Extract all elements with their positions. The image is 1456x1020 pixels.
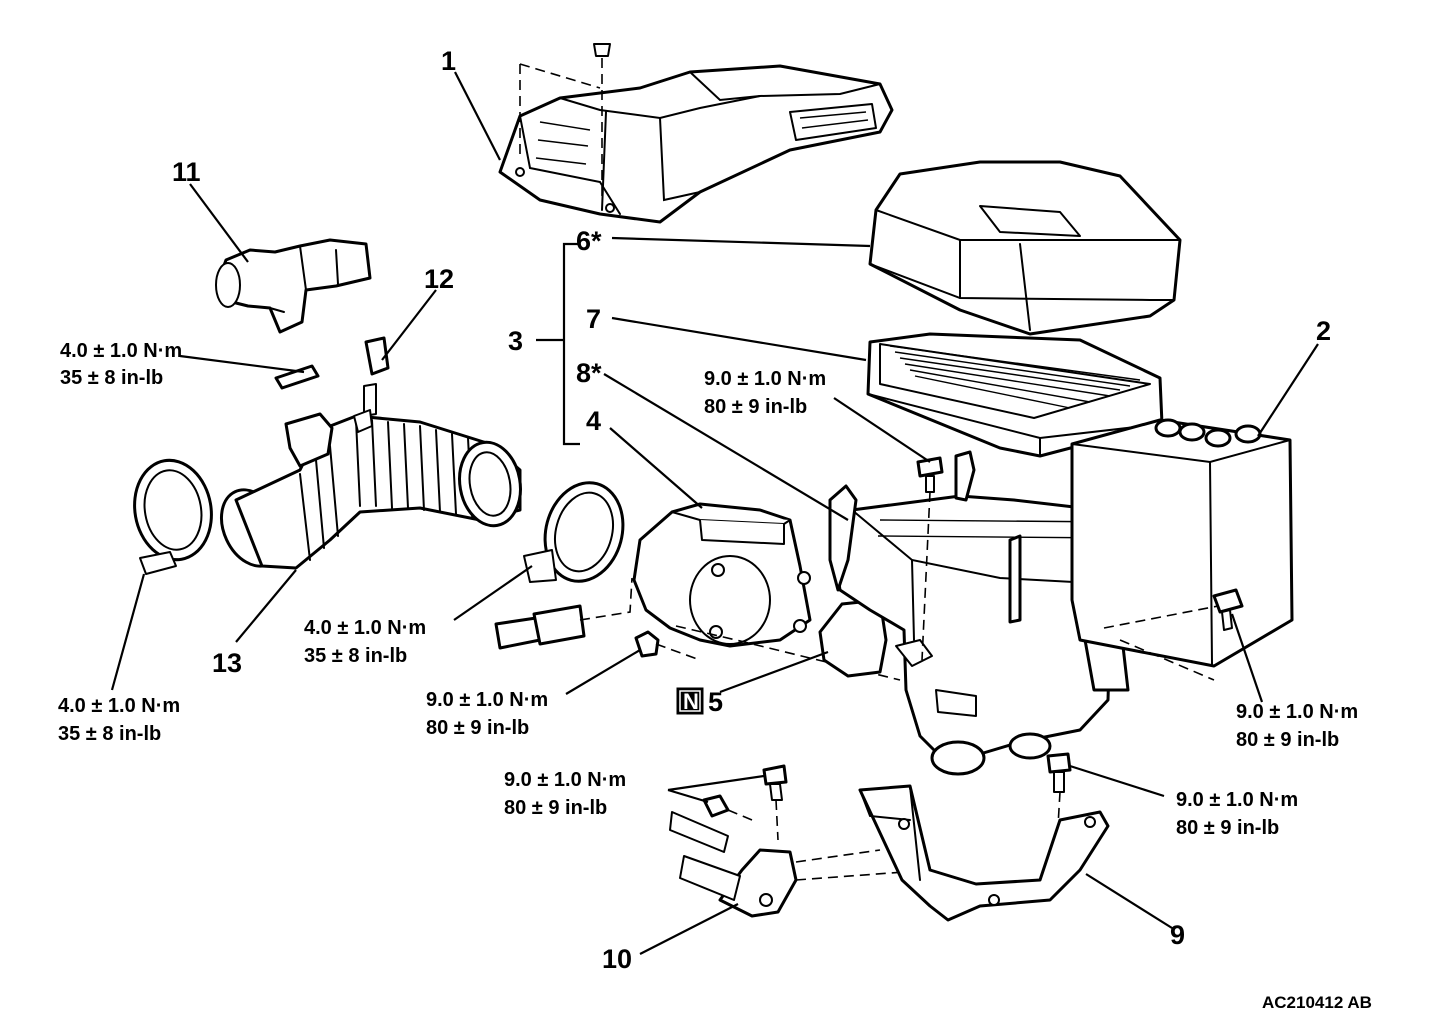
torque-metric: 9.0 ± 1.0 N·m (426, 689, 548, 711)
hose-clamp-left (133, 458, 213, 575)
callout-6: 6* (576, 226, 602, 256)
part-7-air-filter-element (866, 332, 1164, 458)
part-10-bracket (669, 811, 905, 918)
torque-clamp-mid: 4.0 ± 1.0 N·m 35 ± 8 in-lb (304, 617, 426, 667)
callout-10: 10 (602, 944, 632, 974)
torque-side-bolt: 9.0 ± 1.0 N·m 80 ± 9 in-lb (1236, 701, 1358, 751)
callout-1: 1 (441, 46, 456, 76)
torque-metric: 9.0 ± 1.0 N·m (1176, 789, 1298, 811)
torque-imperial: 80 ± 9 in-lb (426, 717, 529, 739)
torque-bracket-left: 9.0 ± 1.0 N·m 80 ± 9 in-lb (504, 769, 626, 819)
callout-3: 3 (508, 326, 523, 356)
badge-letter: N (683, 689, 699, 714)
torque-imperial: 35 ± 8 in-lb (60, 367, 163, 389)
case-bolt (916, 456, 944, 661)
new-part-badge: N (676, 687, 704, 715)
callout-11: 11 (172, 157, 201, 187)
part-5-gasket (818, 598, 888, 678)
torque-sensor-nut: 9.0 ± 1.0 N·m 80 ± 9 in-lb (426, 689, 548, 739)
torque-imperial: 35 ± 8 in-lb (58, 723, 161, 745)
part-12-small-hose (364, 336, 390, 376)
torque-clamp-lower: 4.0 ± 1.0 N·m 35 ± 8 in-lb (58, 695, 180, 745)
callout-4: 4 (586, 406, 601, 436)
torque-case-bolt: 9.0 ± 1.0 N·m 80 ± 9 in-lb (704, 368, 826, 418)
figure-code: AC210412 AB (1262, 993, 1372, 1012)
hose-clamp-right (523, 481, 625, 583)
part-13-intake-hose (220, 409, 522, 570)
sensor-nut (634, 625, 901, 681)
part-6-air-cleaner-cover (868, 160, 1182, 336)
callout-numbers: 1 2 3 4 5 6* 7 8* 9 10 11 12 13 (172, 46, 1331, 974)
part-1-air-intake-duct (498, 43, 894, 224)
part-8-air-cleaner-case (828, 450, 1152, 776)
callout-2: 2 (1316, 316, 1331, 346)
torque-imperial: 80 ± 9 in-lb (704, 396, 807, 418)
part-2-battery (1070, 418, 1294, 681)
torque-metric: 9.0 ± 1.0 N·m (504, 769, 626, 791)
part-4-airflow-sensor (632, 502, 812, 648)
torque-imperial: 80 ± 9 in-lb (1176, 817, 1279, 839)
torque-metric: 9.0 ± 1.0 N·m (1236, 701, 1358, 723)
hose-clip (274, 364, 377, 417)
torque-imperial: 80 ± 9 in-lb (1236, 729, 1339, 751)
callout-12: 12 (424, 264, 454, 294)
torque-metric: 9.0 ± 1.0 N·m (704, 368, 826, 390)
callout-7: 7 (586, 304, 601, 334)
leader-lines (110, 71, 1319, 955)
torque-metric: 4.0 ± 1.0 N·m (60, 340, 182, 362)
torque-imperial: 35 ± 8 in-lb (304, 645, 407, 667)
bracket-bolts (702, 752, 1072, 841)
sensor-connector (494, 577, 633, 650)
part-9-bracket (858, 784, 1110, 922)
torque-metric: 4.0 ± 1.0 N·m (304, 617, 426, 639)
callout-5: 5 (708, 687, 723, 717)
torque-bracket-right: 9.0 ± 1.0 N·m 80 ± 9 in-lb (1176, 789, 1298, 839)
callout-9: 9 (1170, 920, 1185, 950)
torque-clamp-upper: 4.0 ± 1.0 N·m 35 ± 8 in-lb (60, 340, 182, 389)
torque-imperial: 80 ± 9 in-lb (504, 797, 607, 819)
group-3-bracket (562, 242, 580, 446)
torque-metric: 4.0 ± 1.0 N·m (58, 695, 180, 717)
callout-8: 8* (576, 358, 602, 388)
part-11-vacuum-valve (215, 238, 372, 334)
callout-13: 13 (212, 648, 242, 678)
side-bolt (1103, 588, 1244, 631)
